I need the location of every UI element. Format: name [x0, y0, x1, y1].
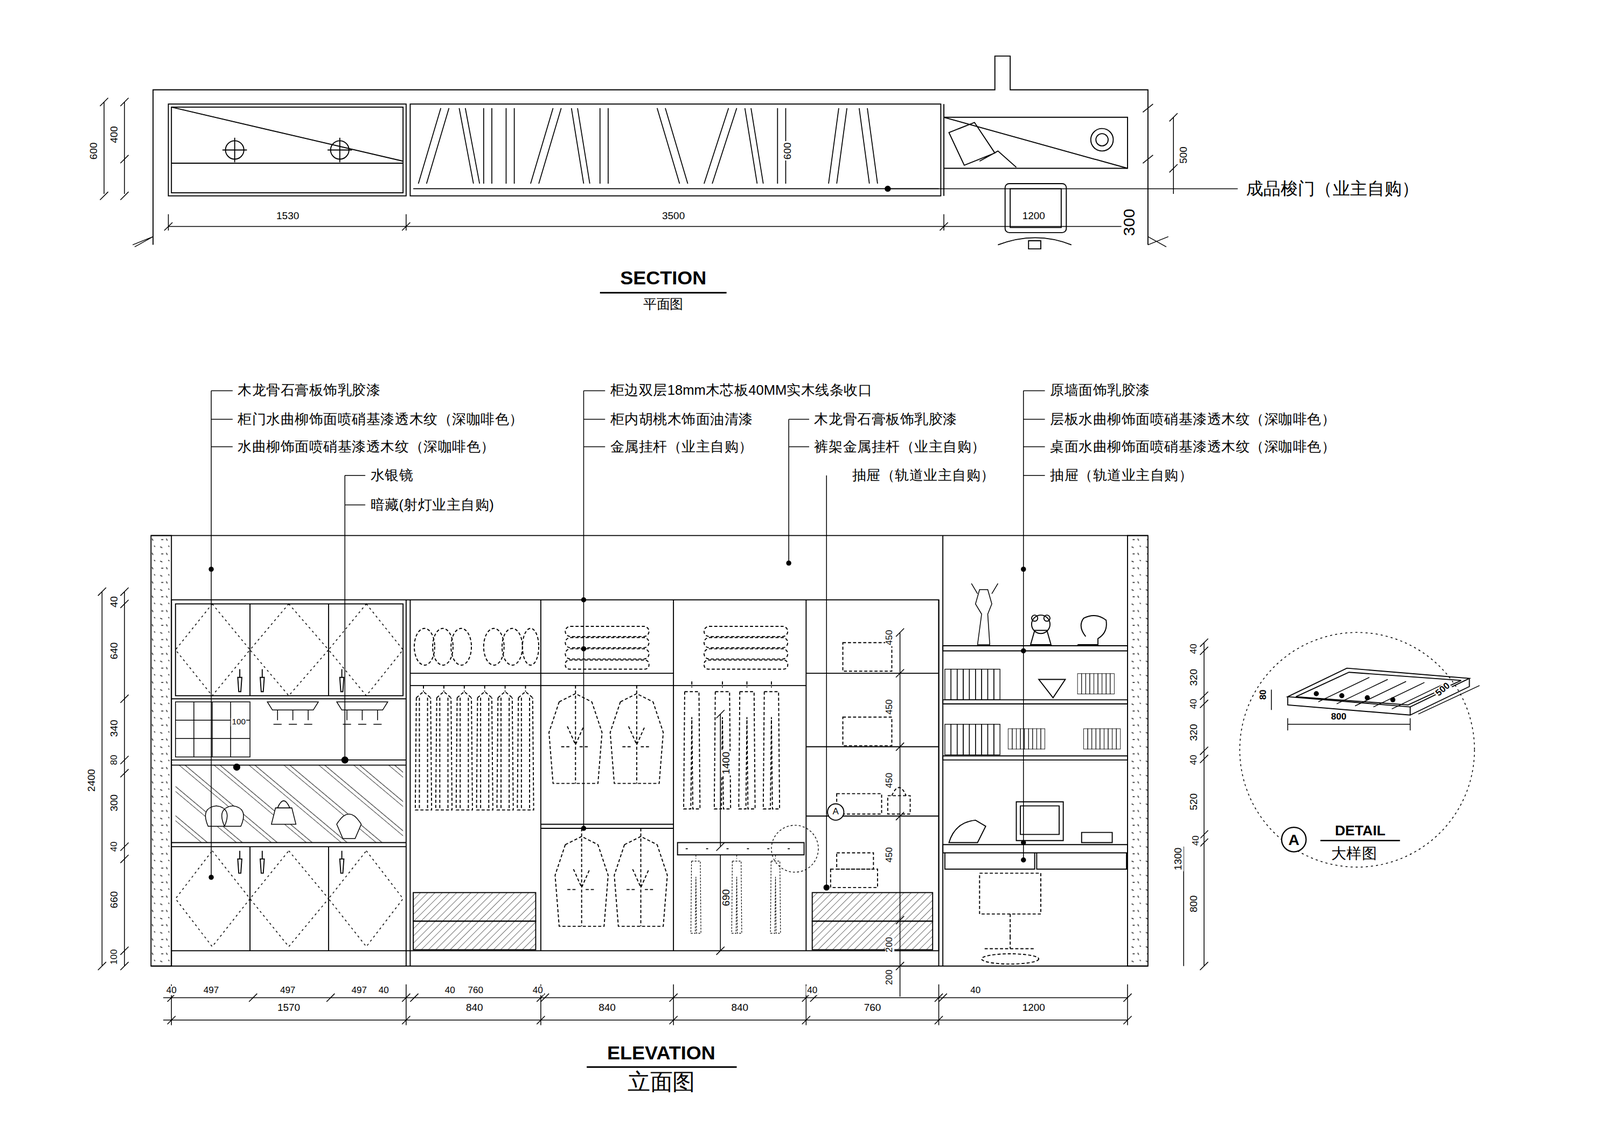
dimension-text: 320 [1188, 668, 1200, 687]
callout-text: 金属挂杆（业主自购） [609, 440, 755, 455]
dimension-text: 40 [1189, 754, 1199, 767]
dimension-text: 1570 [276, 1003, 302, 1014]
dimension-text: 100 [109, 948, 120, 966]
dimension-text: 690 [721, 888, 732, 908]
dimension-text: 40 [531, 986, 545, 996]
dimension-text: 640 [109, 641, 120, 661]
dimension-text: 40 [377, 986, 391, 996]
dimension-text: 300 [109, 793, 120, 813]
dimension-text: 40 [805, 986, 819, 996]
callout-text: 木龙骨石膏板饰乳胶漆 [813, 412, 959, 427]
dimension-text: 1200 [1021, 1003, 1047, 1014]
dimension-text: 40 [165, 986, 178, 996]
view-title: SECTION [618, 267, 708, 288]
callout-text: 柜门水曲柳饰面喷硝基漆透木纹（深咖啡色） [236, 412, 525, 427]
callout-text: 原墙面饰乳胶漆 [1048, 384, 1151, 399]
dimension-text: 80 [1258, 689, 1268, 702]
dimension-text: 400 [109, 124, 120, 144]
dimension-text: 40 [443, 986, 457, 996]
callout-text: 成品梭门（业主自购） [1244, 179, 1421, 198]
callout-text: 水曲柳饰面喷硝基漆透木纹（深咖啡色） [236, 440, 496, 455]
dimension-text: 40 [1189, 698, 1199, 711]
dimension-text: 100 [231, 718, 247, 727]
dimension-text: 1200 [1021, 211, 1047, 222]
dimension-text: 500 [1178, 145, 1189, 165]
view-title: ELEVATION [606, 1043, 716, 1063]
callout-text: 水银镜 [369, 468, 415, 483]
dimension-text: 320 [1188, 722, 1200, 742]
dimension-text: 40 [109, 595, 120, 609]
detail-marker: A [831, 807, 840, 817]
dimension-text: 840 [464, 1003, 484, 1014]
callout-text: 层板水曲柳饰面喷硝基漆透木纹（深咖啡色） [1048, 412, 1337, 427]
dimension-text: 800 [1188, 894, 1200, 914]
dimension-text: 800 [1330, 712, 1348, 722]
view-title: DETAIL [1333, 823, 1387, 839]
dimension-text: 497 [350, 986, 368, 996]
callout-text: 柜内胡桃木饰面油清漆 [609, 412, 755, 427]
detail-marker: A [1287, 832, 1301, 848]
callout-text: 桌面水曲柳饰面喷硝基漆透木纹（深咖啡色） [1048, 440, 1337, 455]
callout-text: 木龙骨石膏板饰乳胶漆 [236, 384, 382, 399]
view-subtitle: 平面图 [642, 297, 685, 311]
dimension-text: 450 [885, 846, 895, 864]
dimension-text: 200 [885, 936, 895, 954]
callout-text: 裤架金属挂杆（业主自购） [813, 440, 987, 455]
dimension-text: 450 [885, 629, 895, 647]
dimension-text: 840 [597, 1003, 617, 1014]
dimension-text: 2400 [86, 768, 97, 793]
dimension-text: 450 [885, 771, 895, 790]
dimension-text: 760 [863, 1003, 882, 1014]
callout-text: 抽屉（轨道业主自购） [1048, 468, 1194, 483]
dimension-text: 40 [109, 840, 120, 854]
dimension-text: 600 [88, 141, 100, 161]
dimension-text: 40 [969, 986, 982, 996]
dimension-text: 80 [109, 754, 120, 767]
dimension-text: 40 [1189, 642, 1199, 656]
dimension-text: 200 [885, 968, 895, 986]
dimension-text: 1400 [721, 750, 732, 776]
callout-text: 暗藏(射灯业主自购) [369, 498, 496, 513]
dimension-text: 340 [109, 719, 120, 739]
dimension-text: 497 [202, 986, 220, 996]
dimension-text: 1530 [275, 211, 301, 222]
dimension-text: 600 [782, 141, 793, 161]
dimension-text: 520 [1188, 792, 1200, 812]
dimension-text: 1300 [1173, 846, 1184, 872]
dimension-text: 840 [730, 1003, 750, 1014]
dimension-text: 760 [467, 986, 485, 996]
dimension-text: 3500 [661, 211, 686, 222]
dimension-text: 497 [279, 986, 297, 996]
view-subtitle: 大样图 [1330, 845, 1379, 861]
callout-text: 柜边双层18mm木芯板40MM实木线条收口 [609, 384, 874, 399]
view-subtitle: 立面图 [626, 1071, 697, 1095]
dimension-text: 450 [885, 698, 895, 716]
dimension-text: 660 [109, 890, 120, 910]
callout-text: 抽屉（轨道业主自购） [851, 468, 997, 483]
dimension-text: 40 [1191, 834, 1201, 847]
dimension-text: 300 [1121, 207, 1138, 238]
